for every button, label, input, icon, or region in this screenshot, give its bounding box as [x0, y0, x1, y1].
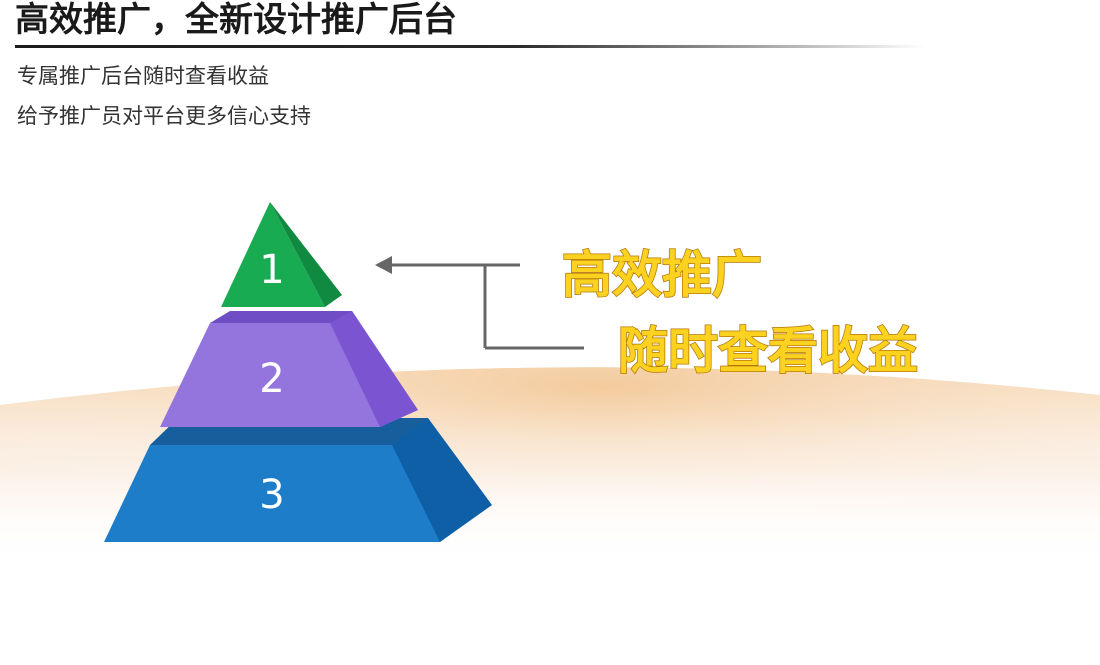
- description-line-1: 专属推广后台随时查看收益: [17, 64, 269, 88]
- pyramid-label-2: 2: [259, 356, 284, 402]
- pyramid-level-2: [160, 311, 418, 427]
- arrow-left-icon: [375, 256, 392, 274]
- callout-primary: 高效推广: [562, 246, 762, 304]
- connector-lines: [388, 263, 584, 350]
- pyramid-level-1: [221, 202, 342, 307]
- pyramid-label-1: 1: [259, 247, 284, 293]
- description-line-2: 给予推广员对平台更多信心支持: [17, 104, 311, 128]
- pyramid-label-3: 3: [259, 472, 284, 518]
- page-title: 高效推广，全新设计推广后台: [15, 0, 457, 40]
- callout-secondary: 随时查看收益: [618, 322, 918, 380]
- title-underline: [15, 45, 925, 48]
- pyramid-level-3: [104, 418, 492, 542]
